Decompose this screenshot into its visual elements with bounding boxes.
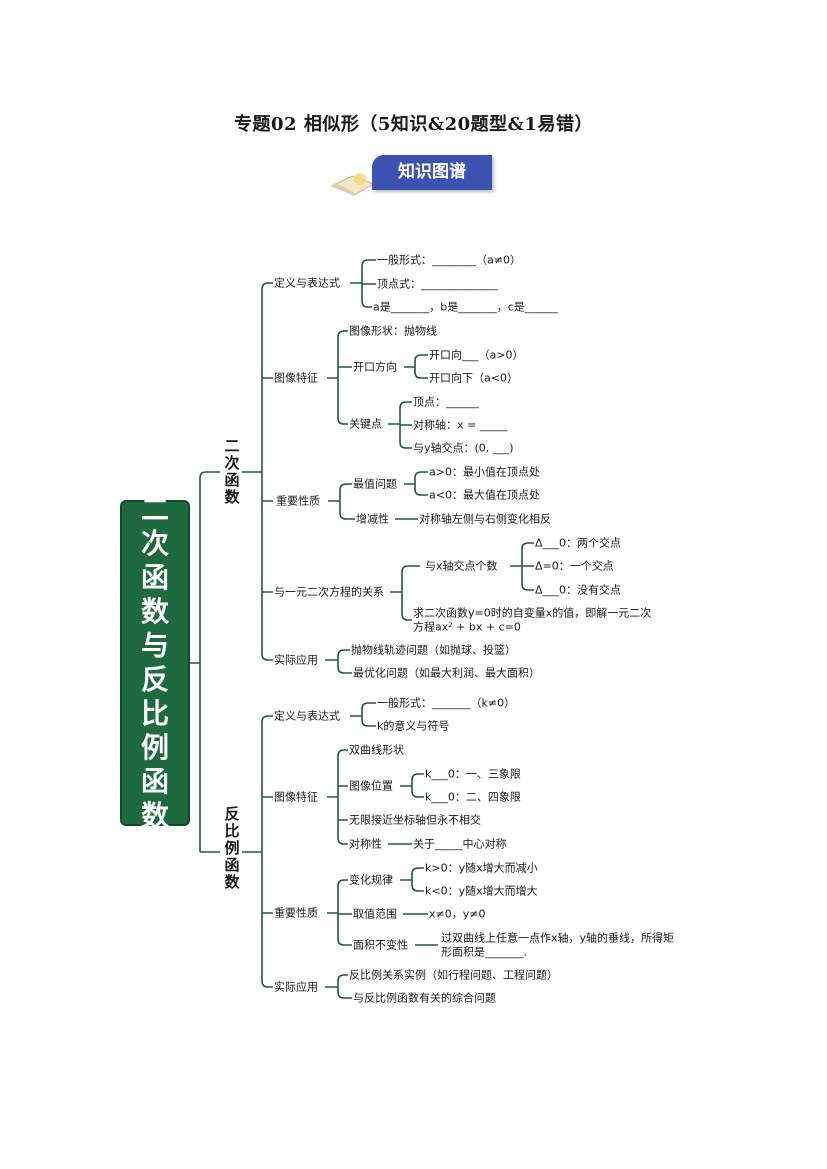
node-q-def-item: 一般形式：________（a≠0） [376, 253, 522, 267]
node-i-props: 重要性质 [273, 906, 319, 920]
node-i-change: 变化规律 [348, 873, 394, 887]
node-q-solve: 求二次函数y=0时的自变量x的值，即解一元二次 [412, 606, 653, 620]
node-q-apply-item: 最优化问题（如最大利润、最大面积） [352, 666, 541, 680]
node-i-change-item: k>0：y随x增大而减小 [424, 861, 539, 875]
node-q-solve: 方程ax² + bx + c=0 [412, 620, 522, 634]
node-q-shape: 图像形状：抛物线 [348, 324, 438, 338]
node-i-def-item: 一般形式：_______（k≠0） [376, 696, 517, 710]
node-q-opening: 开口方向 [352, 360, 398, 374]
node-q-extreme-item: a<0：最大值在顶点处 [428, 488, 541, 502]
node-q-xaxis-item: Δ___0：两个交点 [534, 536, 623, 550]
node-q-mono: 增减性 [355, 512, 390, 526]
node-i-asym: 无限接近坐标轴但永不相交 [348, 813, 482, 827]
node-i-shape: 双曲线形状 [348, 743, 405, 757]
node-q-opening-item: 开口向下（a<0） [428, 371, 519, 385]
node-q-def: 定义与表达式 [273, 276, 341, 290]
node-i-area-text: 过双曲线上任意一点作x轴，y轴的垂线，所得矩 [440, 931, 676, 945]
node-i-apply-item: 与反比例函数有关的综合问题 [352, 991, 497, 1005]
node-q-extreme: 最值问题 [352, 477, 398, 491]
node-q-opening-item: 开口向___（a>0） [428, 348, 525, 362]
node-q-equation: 与一元二次方程的关系 [273, 585, 385, 599]
node-i-apply-item: 反比例关系实例（如行程问题、工程问题） [348, 968, 559, 982]
page-title: 专题02 相似形（5知识&20题型&1易错） [234, 114, 593, 135]
node-q-xaxis-item: Δ=0：一个交点 [534, 559, 615, 573]
node-q-apply: 实际应用 [273, 653, 319, 667]
node-q-graph: 图像特征 [273, 371, 319, 385]
node-q-key: 关键点 [348, 417, 383, 431]
node-q-xaxis-item: Δ___0：没有交点 [534, 583, 623, 597]
group-inverse: 反比例函数 [224, 805, 240, 891]
node-i-range-text: x≠0，y≠0 [428, 907, 487, 921]
node-i-apply: 实际应用 [273, 980, 319, 994]
node-q-def-item: 顶点式：______________ [376, 277, 499, 291]
node-q-key-item: 顶点：______ [412, 395, 480, 409]
node-q-props: 重要性质 [275, 494, 321, 508]
node-i-position-item: k___0：二、四象限 [424, 790, 522, 804]
group-quadratic: 二次函数 [224, 437, 240, 506]
node-i-graph: 图像特征 [273, 790, 319, 804]
node-q-mono-text: 对称轴左侧与右侧变化相反 [418, 512, 552, 526]
node-i-sym-text: 关于_____中心对称 [412, 837, 508, 851]
node-i-change-item: k<0：y随x增大而增大 [424, 884, 539, 898]
knowledge-map-badge: 知识图谱 [372, 155, 492, 190]
node-i-sym: 对称性 [348, 837, 383, 851]
node-q-xaxis: 与x轴交点个数 [424, 559, 499, 573]
node-q-key-item: 对称轴：x = _____ [412, 418, 509, 432]
node-i-area-text: 形面积是_______. [440, 945, 528, 959]
node-i-position-item: k___0：一、三象限 [424, 767, 522, 781]
node-q-apply-item: 抛物线轨迹问题（如抛球、投篮） [350, 643, 517, 657]
book-icon [330, 173, 376, 196]
node-q-def-item: a是_______，b是_______，c是______ [372, 300, 559, 314]
root-node: 二次函数与反比例函数 [120, 493, 190, 832]
node-i-def-item: k的意义与符号 [376, 719, 451, 733]
node-i-position: 图像位置 [348, 779, 394, 793]
node-i-range: 取值范围 [352, 907, 398, 921]
node-i-area: 面积不变性 [352, 938, 409, 952]
node-q-extreme-item: a>0：最小值在顶点处 [428, 465, 541, 479]
node-i-def: 定义与表达式 [273, 709, 341, 723]
node-q-key-item: 与y轴交点：(0, ___) [412, 441, 515, 455]
